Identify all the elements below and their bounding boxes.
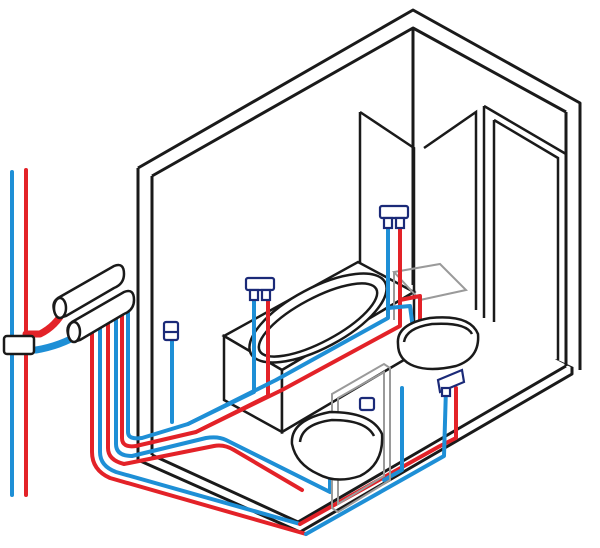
wall-valve-left [162,320,180,342]
wash-basin [396,316,480,371]
cold-line-shower [186,224,390,426]
pipe-network [8,168,458,536]
cold-line-1 [98,316,302,526]
basin-rim [402,322,474,343]
toilet-seat-rim [298,418,376,443]
bathtub [221,260,417,435]
basin-bowl [396,316,480,371]
cold-line-2 [114,312,332,494]
bathtub-basin-inner [257,282,379,358]
shower-mixer-valve [378,204,410,230]
hot-line-2 [106,314,304,492]
shower-glass-panel [358,110,416,300]
bathtub-basin [248,272,388,364]
toilet [290,410,384,481]
basin-mixer-valve [436,368,466,398]
shower-glass-edge [423,109,478,310]
manifold-assembly [2,263,136,356]
cold-line-basin [304,386,448,536]
hot-line-shower-area [398,294,422,332]
hot-line-bath [120,294,270,449]
cold-manifold-end [66,320,82,344]
riser-tee-fitting [2,334,36,356]
door-frame-outer [482,104,568,366]
cistern-valve [358,396,376,412]
toilet-bowl [290,410,384,481]
cold-line-bath [126,296,256,441]
sink-frame-back [392,262,469,302]
wc-frame-outline [331,362,391,514]
bath-mixer-valve [244,276,276,302]
door-frame-inner [492,118,560,360]
shower-partition [358,104,568,366]
hot-line-shower [194,224,402,434]
valve-fixtures [162,204,466,412]
hot-line-1 [90,316,308,536]
hot-manifold-end [52,296,68,320]
